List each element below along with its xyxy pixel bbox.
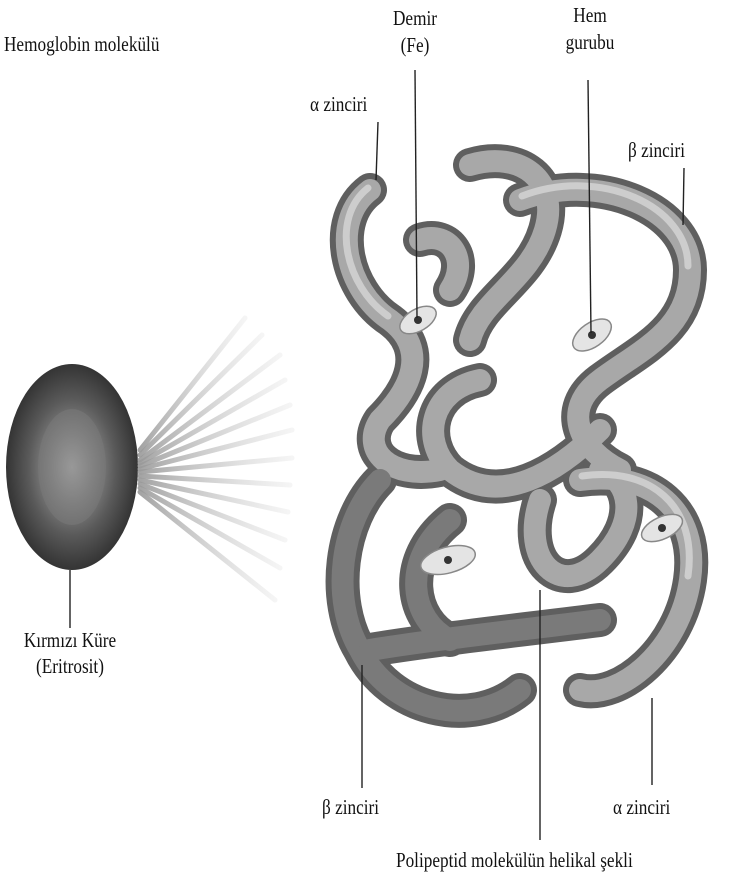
red-cell-label-line2: (Eritrosit) bbox=[17, 654, 124, 679]
iron-leader-line bbox=[415, 70, 417, 318]
heme-label-line1: Hem bbox=[549, 3, 631, 28]
iron-label-line1: Demir bbox=[370, 6, 460, 31]
alpha-chain-bottom-label: α zinciri bbox=[613, 795, 670, 820]
hemoglobin-protein-chains bbox=[343, 161, 692, 711]
magnification-rays bbox=[140, 318, 292, 600]
erythrocyte bbox=[6, 364, 138, 570]
iron-label-line2: (Fe) bbox=[370, 33, 460, 58]
alpha-chain-top-label: α zinciri bbox=[310, 92, 367, 117]
hemoglobin-molecule-label: Hemoglobin molekülü bbox=[4, 32, 159, 57]
beta-top-leader-line bbox=[683, 168, 684, 225]
alpha-top-leader-line bbox=[376, 122, 378, 180]
red-cell-label-line1: Kırmızı Küre bbox=[17, 628, 124, 653]
beta-chain-top-label: β zinciri bbox=[628, 138, 685, 163]
beta-chain-bottom-label: β zinciri bbox=[322, 795, 379, 820]
heme-label-line2: gurubu bbox=[549, 30, 631, 55]
polypeptide-helix-label: Polipeptid molekülün helikal şekli bbox=[396, 848, 633, 873]
